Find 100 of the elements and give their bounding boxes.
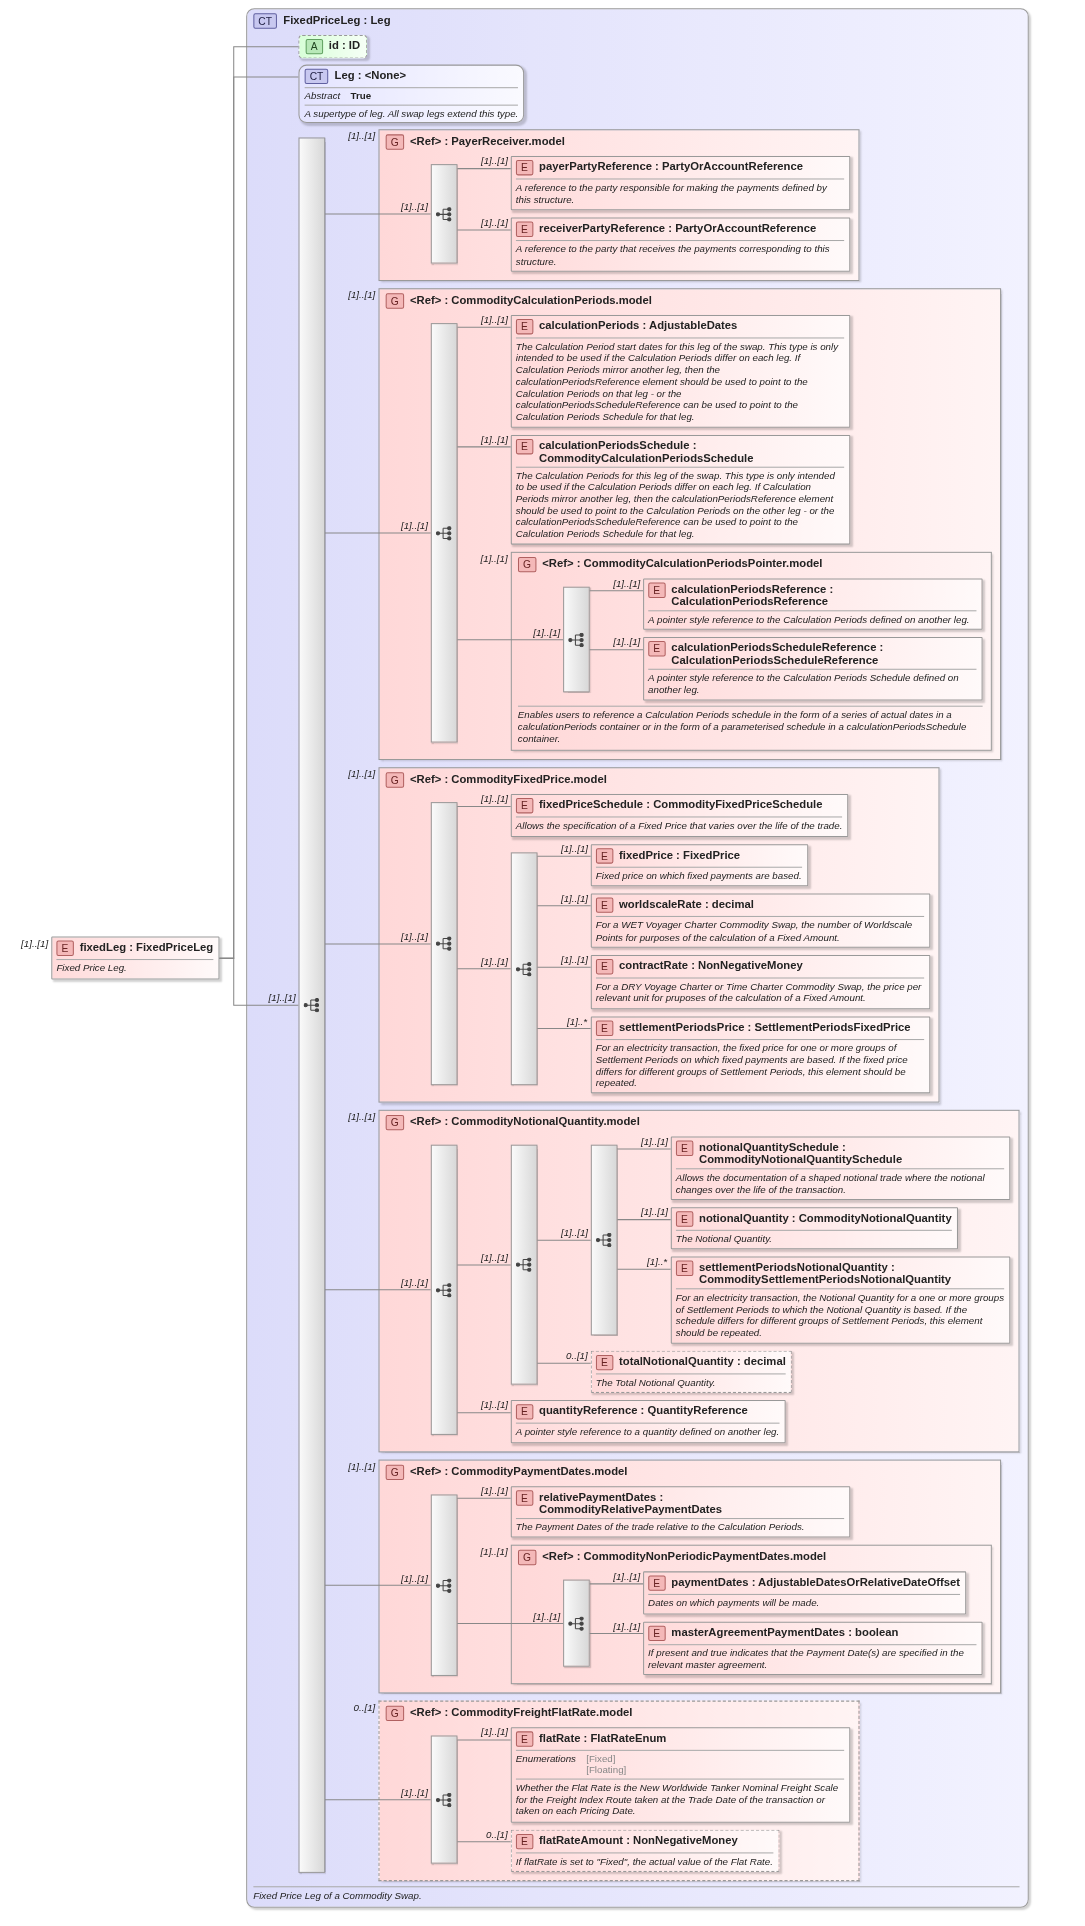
cardinality-label: [1]..[1] <box>560 892 588 904</box>
type-badge: G <box>517 1550 537 1566</box>
type-badge: E <box>595 1354 613 1371</box>
element-name: quantityReference : QuantityReference <box>539 1404 748 1417</box>
element-name: <Ref> : CommodityNonPeriodicPaymentDates.model <box>542 1550 827 1563</box>
connector-line <box>536 966 592 968</box>
connector-line <box>324 532 432 534</box>
element-name: totalNotionalQuantity : decimal <box>619 1354 786 1368</box>
element-name: relativePaymentDates : CommodityRelativePaymentDates <box>539 1490 724 1515</box>
sequence-bar <box>430 1494 458 1677</box>
connector-line <box>324 1289 432 1291</box>
element-name: notionalQuantitySchedule : CommodityNotionalQuantitySchedule <box>699 1140 904 1166</box>
description-text: Whether the Flat Rate is the New Worldwide Tanker Nominal Freight Scale for the Freight Index Route taken at the Trade Date of the transaction or taken on each Pricing Date. <box>515 1778 844 1818</box>
type-badge: E <box>515 798 533 814</box>
connector-line <box>456 1497 512 1499</box>
element-name: calculationPeriodsReference : CalculationPeriodsReference <box>671 582 835 608</box>
connector-line <box>536 1027 592 1029</box>
type-badge: G <box>385 1706 404 1722</box>
sequence-bar <box>430 1144 458 1435</box>
cardinality-label: [1]..[1] <box>400 1786 428 1798</box>
property-label: Enumerations <box>515 1753 576 1767</box>
element-box <box>510 1727 851 1823</box>
type-badge: E <box>675 1261 693 1277</box>
connector-line <box>536 1362 592 1364</box>
cardinality-label: [1]..[1] <box>480 793 508 805</box>
type-badge: G <box>385 1464 404 1480</box>
cardinality-label: 0..[1] <box>353 1702 376 1714</box>
cardinality-label: [1]..* <box>567 1015 588 1027</box>
cardinality-label: [1]..[1] <box>640 1206 668 1218</box>
type-badge: G <box>385 134 404 151</box>
element-box <box>510 1829 780 1872</box>
connector-line <box>456 168 512 170</box>
connector-line <box>456 968 512 970</box>
cardinality-label: [1]..[1] <box>480 216 508 228</box>
element-box <box>643 637 983 701</box>
type-badge: E <box>595 958 613 975</box>
element-box <box>590 1016 931 1094</box>
element-box <box>590 954 931 1009</box>
connector-line <box>456 806 512 808</box>
connector-line <box>324 1799 432 1801</box>
connector-line <box>589 1583 644 1585</box>
element-box <box>590 843 808 887</box>
element-name: fixedPriceSchedule : CommodityFixedPriceSchedule <box>539 798 823 811</box>
element-name: <Ref> : PayerReceiver.model <box>409 134 565 148</box>
connector-line <box>589 590 644 592</box>
description-text: For an electricity transaction, the fixed price for one or more groups of Settlement Periods on which fixed payments are based. If the fixed price differs for different groups of Settlement Periods, this element should be repeated. <box>595 1038 924 1089</box>
sequence-bar <box>590 1144 618 1336</box>
description-text: The Payment Dates of the trade relative to the Calculation Periods. <box>515 1517 844 1533</box>
connector-line <box>616 1268 672 1270</box>
element-box <box>590 893 931 948</box>
element-box <box>670 1207 958 1250</box>
attribute-box <box>298 34 368 59</box>
description-text: Fixed Price Leg of a Commodity Swap. <box>253 1886 1020 1901</box>
cardinality-label: [1]..[1] <box>613 1570 641 1582</box>
element-name: payerPartyReference : PartyOrAccountReference <box>539 160 804 173</box>
connector-line <box>456 446 512 448</box>
element-name: <Ref> : CommodityPaymentDates.model <box>409 1464 628 1477</box>
sequence-bar <box>430 164 458 264</box>
element-name: receiverPartyReference : PartyOrAccountReference <box>539 221 817 235</box>
element-box <box>643 1621 983 1676</box>
complex-type-panel <box>246 8 1029 1909</box>
type-badge: E <box>515 1490 533 1506</box>
description-text: The Notional Quantity. <box>675 1229 952 1245</box>
type-badge: G <box>385 293 404 309</box>
element-name: settlementPeriodsNotionalQuantity : CommoditySettlementPeriodsNotionalQuantity <box>699 1261 953 1286</box>
cardinality-label: [1]..[1] <box>400 519 428 531</box>
type-badge: E <box>595 1020 613 1036</box>
cardinality-label: [1]..[1] <box>348 1111 376 1123</box>
description-text: A pointer style reference to a quantity defined on another leg. <box>515 1423 780 1438</box>
cardinality-label: [1]..[1] <box>480 1251 508 1263</box>
cardinality-label: [1]..[1] <box>480 552 508 565</box>
cardinality-label: [1]..[1] <box>560 842 588 855</box>
element-name: fixedPrice : FixedPrice <box>619 848 741 861</box>
connector-line <box>456 1739 512 1741</box>
element-name: <Ref> : CommodityCalculationPeriods.model <box>409 293 652 306</box>
element-box <box>643 1571 967 1614</box>
connector-line <box>456 229 512 231</box>
cardinality-label: [1]..[1] <box>533 626 561 638</box>
cardinality-label: [1]..[1] <box>480 1726 508 1738</box>
element-name: FixedPriceLeg : Leg <box>283 13 391 26</box>
description-text: Fixed Price Leg. <box>56 959 214 975</box>
description-text: A reference to the party responsible for making the payments defined by this structure. <box>515 178 844 206</box>
cardinality-label: [1]..[1] <box>480 955 508 967</box>
cardinality-label: [1]..[1] <box>400 930 428 942</box>
connector-line <box>456 1622 564 1624</box>
element-box <box>670 1256 1011 1344</box>
type-badge: G <box>385 772 404 789</box>
type-badge: E <box>595 848 613 864</box>
description-text: Dates on which payments will be made. <box>648 1594 960 1609</box>
cardinality-label: [1]..[1] <box>480 313 508 326</box>
sequence-bar <box>430 802 458 1086</box>
description-text: For a DRY Voyage Charter or Time Charter Commodity Swap, the price per relevant unit for pruposes of the calculation of a Fixed Amount. <box>595 977 924 1004</box>
cardinality-label: [1]..[1] <box>400 1276 428 1288</box>
sequence-bar <box>298 137 325 1873</box>
description-text: Enables users to reference a Calculation Periods schedule in the form of a series of actual dates in a calculationPeriods container or in the form of a parameterised schedule in a calculationPeriodsSchedule container. <box>517 705 983 744</box>
element-name: flatRateAmount : NonNegativeMoney <box>539 1833 738 1846</box>
element-name: masterAgreementPaymentDates : boolean <box>671 1625 899 1638</box>
element-name: <Ref> : CommodityFreightFlatRate.model <box>409 1706 633 1719</box>
type-badge: E <box>595 897 613 914</box>
connector-line <box>456 1841 512 1843</box>
